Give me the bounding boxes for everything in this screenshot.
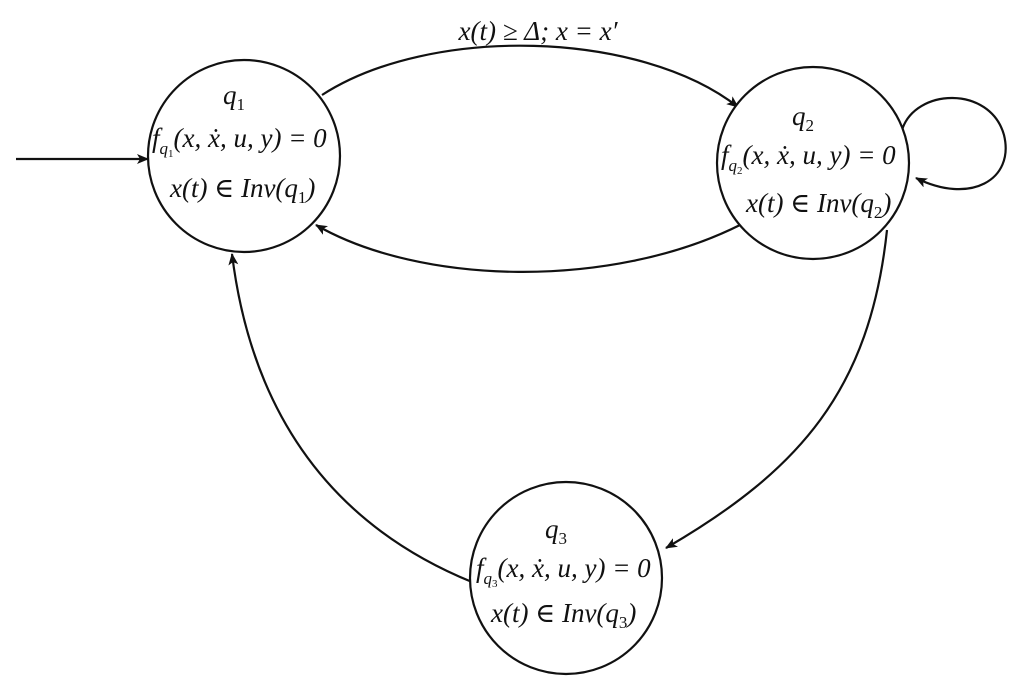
state-q1: q1 fq1(x, ẋ, u, y) = 0 x(t) ∈ Inv(q1) [152, 80, 327, 207]
guard-label-q1-q2: x(t) ≥ Δ; x = x′ [458, 16, 619, 46]
edge-q3-to-q1 [228, 253, 473, 584]
state-q1-invariant: x(t) ∈ Inv(q1) [169, 173, 315, 207]
state-q3-invariant: x(t) ∈ Inv(q3) [490, 598, 636, 632]
state-q3: q3 fq3(x, ẋ, u, y) = 0 x(t) ∈ Inv(q3) [476, 514, 651, 632]
state-q1-name: q1 [223, 80, 245, 114]
state-q2-name: q2 [792, 101, 814, 135]
state-q1-circle [146, 58, 342, 254]
state-q1-flow: fq1(x, ẋ, u, y) = 0 [152, 123, 327, 160]
edge-q1-to-q2 [321, 44, 739, 108]
edge-q2-self-loop [900, 96, 1007, 191]
state-q2-circle [715, 65, 911, 261]
state-q2-flow: fq2(x, ẋ, u, y) = 0 [721, 140, 896, 177]
state-q2: q2 fq2(x, ẋ, u, y) = 0 x(t) ∈ Inv(q2) [721, 101, 896, 222]
edge-q2-to-q3 [665, 229, 889, 549]
state-q2-invariant: x(t) ∈ Inv(q2) [745, 188, 891, 222]
edge-q2-to-q1 [315, 224, 741, 273]
state-q3-name: q3 [545, 514, 567, 548]
state-q3-circle [468, 480, 664, 676]
state-q3-flow: fq3(x, ẋ, u, y) = 0 [476, 553, 651, 590]
